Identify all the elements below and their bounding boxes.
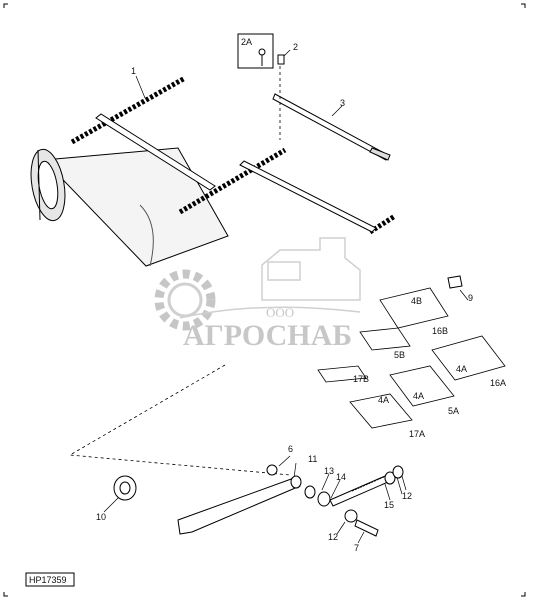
idler-bearing-10: [113, 475, 137, 501]
kit-panels-a: [349, 335, 506, 429]
callout-13: 13: [324, 466, 334, 476]
slats: [95, 113, 377, 233]
figure-code: HP17359: [29, 575, 67, 585]
callout-6: 6: [288, 444, 293, 454]
nut-item-6: [266, 464, 278, 476]
chain-lower: [178, 147, 287, 215]
callout-4b: 4B: [411, 296, 422, 306]
nuts-12: [344, 465, 404, 523]
watermark-line2: АГРОСНАБ: [183, 319, 352, 352]
detail-box-2a: 2A: [237, 33, 274, 69]
callout-7: 7: [354, 543, 359, 553]
bolt-item-2: [277, 54, 285, 65]
callout-17b: 17B: [353, 374, 369, 384]
assembly-lines: [68, 66, 291, 476]
callout-16b: 16B: [432, 326, 448, 336]
watermark-combine-icon: [179, 237, 361, 319]
callout-labels: 1 2 3 4B 16B 5B 17B 9 4A 4A 4A 16A 5A 17…: [96, 42, 506, 553]
callout-4a-1: 4A: [456, 364, 467, 374]
callout-12-a: 12: [402, 491, 412, 501]
callout-5a: 5A: [448, 406, 459, 416]
callout-17a: 17A: [409, 429, 425, 439]
slat-item-3: [272, 93, 391, 161]
figure-code-box: HP17359: [25, 572, 75, 587]
callout-16a: 16A: [490, 378, 506, 388]
chain-left: [70, 75, 187, 145]
corner-marks: [3, 3, 526, 597]
callout-3: 3: [340, 98, 345, 108]
arm-item-11: [177, 475, 302, 535]
callout-15: 15: [384, 500, 394, 510]
callout-5b: 5B: [394, 350, 405, 360]
callout-4a-3: 4A: [378, 395, 389, 405]
drum: [30, 147, 229, 267]
callout-9: 9: [468, 293, 473, 303]
callout-1: 1: [131, 66, 136, 76]
callout-4a-2: 4A: [413, 391, 424, 401]
callout-14: 14: [336, 472, 346, 482]
callout-10: 10: [96, 512, 106, 522]
kit-panels-b: [317, 287, 449, 383]
bracket-item-9: [447, 275, 463, 289]
callout-11: 11: [308, 454, 317, 464]
callout-2a: 2A: [241, 37, 252, 47]
callout-2: 2: [293, 42, 298, 52]
watermark-gear-icon: [154, 269, 216, 331]
washers-13-14: [304, 485, 331, 507]
watermark-line1: ООО: [266, 305, 294, 320]
bolt-item-7: [354, 519, 379, 537]
callout-12-b: 12: [328, 532, 338, 542]
watermark-logo: ООО АГРОСНАБ: [154, 237, 361, 352]
